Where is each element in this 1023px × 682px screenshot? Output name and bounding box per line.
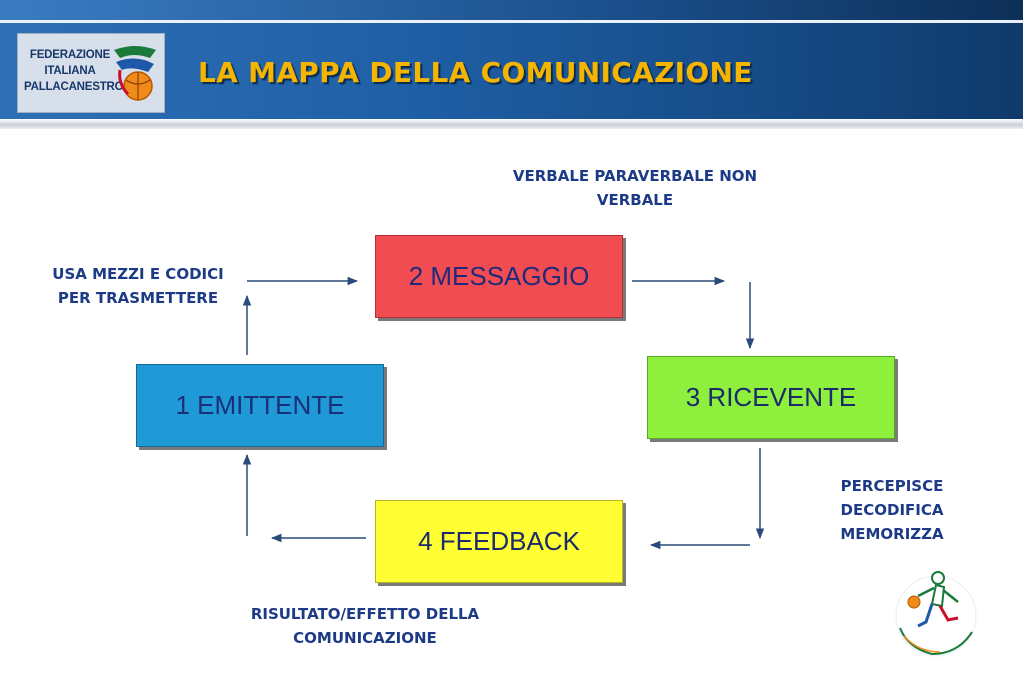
- note-emittente: USA MEZZI E CODICI PER TRASMETTERE: [52, 265, 224, 307]
- header-top-stripe: [0, 0, 1023, 20]
- note-feedback: RISULTATO/EFFETTO DELLA COMUNICAZIONE: [250, 605, 480, 647]
- note-messaggio: VERBALE PARAVERBALE NON VERBALE: [512, 167, 758, 209]
- node-ricevente: 3 RICEVENTE: [647, 356, 895, 439]
- fip-ball-icon: [114, 46, 156, 101]
- page-title: LA MAPPA DELLA COMUNICAZIONE: [198, 56, 753, 89]
- logo-line-2: ITALIANA: [44, 65, 96, 77]
- logo-line-1: FEDERAZIONE: [29, 49, 111, 61]
- node-feedback: 4 FEEDBACK: [375, 500, 623, 583]
- fip-logo: FEDERAZIONE ITALIANA PALLACANESTRO: [17, 33, 165, 113]
- header-divider: [0, 20, 1023, 23]
- note-ricevente: PERCEPISCE DECODIFICA MEMORIZZA: [840, 477, 944, 543]
- logo-line-3: PALLACANESTRO: [24, 81, 124, 93]
- node-emittente: 1 EMITTENTE: [136, 364, 384, 447]
- header-bottom-band: [0, 119, 1023, 129]
- logo-text: FEDERAZIONE ITALIANA PALLACANESTRO: [24, 47, 124, 95]
- node-messaggio: 2 MESSAGGIO: [375, 235, 623, 318]
- basketball-player-logo-icon: [895, 571, 977, 657]
